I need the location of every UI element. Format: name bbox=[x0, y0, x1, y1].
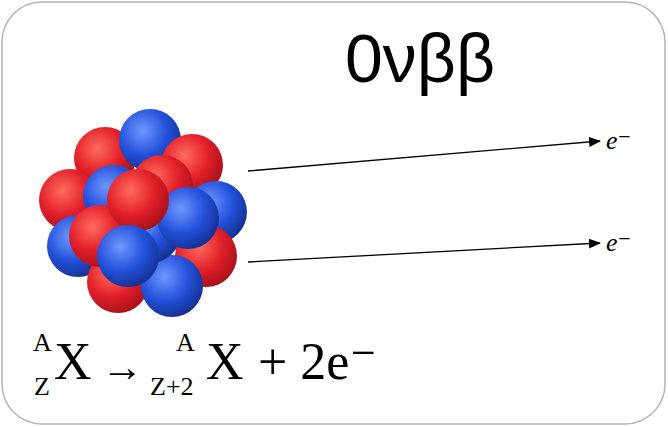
atomic-number: Z+2 bbox=[150, 374, 194, 400]
electron-label: e⁻ bbox=[606, 230, 631, 256]
reaction-arrow: → bbox=[101, 346, 143, 388]
electron-arrow bbox=[248, 243, 600, 262]
atomic-number: Z bbox=[34, 374, 50, 400]
neutron-sphere bbox=[97, 225, 159, 287]
mass-number: A bbox=[33, 330, 52, 356]
electron-arrow bbox=[248, 141, 600, 171]
proton-sphere bbox=[107, 169, 169, 231]
mass-number: A bbox=[176, 330, 195, 356]
element-symbol: X bbox=[206, 336, 244, 388]
element-symbol: X bbox=[54, 336, 92, 388]
product-term: + 2e⁻ bbox=[258, 336, 377, 388]
title: 0νββ bbox=[345, 24, 495, 92]
electron-label: e⁻ bbox=[606, 128, 631, 154]
nucleus-illustration bbox=[39, 109, 247, 317]
